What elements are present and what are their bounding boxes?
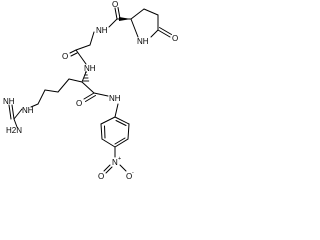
- atom-nh-mid: NH: [84, 64, 96, 73]
- atom-h2n: H2N: [6, 126, 22, 135]
- atom-labels: O NH NH O O NH NH NH H2N O NH N + O O -: [3, 0, 178, 181]
- atom-o-gly: O: [62, 52, 68, 61]
- atom-n-nitro-charge: +: [118, 156, 121, 162]
- atom-nh-top: NH: [96, 26, 108, 35]
- atom-o-nitro-right: O: [126, 172, 132, 181]
- atom-n-nitro: N: [112, 158, 118, 167]
- bond-lines: [8, 7, 172, 174]
- atom-o-ring: O: [172, 34, 178, 43]
- molecule-structure-diagram: O NH NH O O NH NH NH H2N O NH N + O O -: [3, 0, 178, 181]
- atom-o-nitro-left: O: [98, 172, 104, 181]
- atom-nh-guanidine: NH: [22, 106, 34, 115]
- atom-o-amide-top: O: [112, 0, 118, 9]
- atom-o-arg: O: [76, 99, 82, 108]
- atom-o-nitro-charge: -: [132, 170, 134, 176]
- atom-nh-anilide: NH: [109, 94, 121, 103]
- atom-nh-guanidine-imine: NH: [3, 97, 15, 106]
- atom-nh-ring: NH: [137, 37, 149, 46]
- stereo-bonds: [82, 17, 131, 82]
